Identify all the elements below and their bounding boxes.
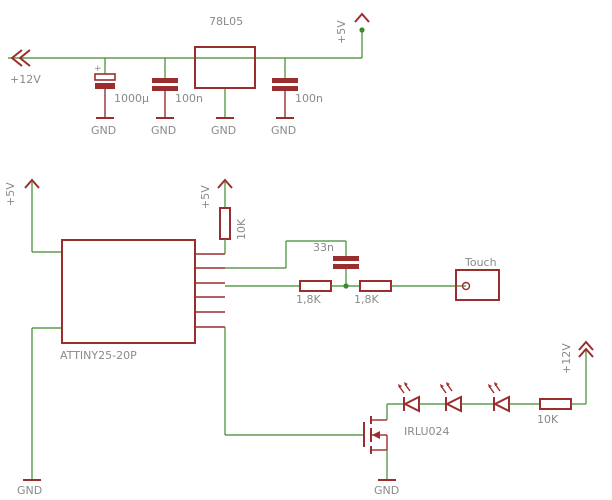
mcu-section: +5V GND ATTINY25-20P +5V 10K 33n (4, 178, 500, 497)
input-port-12v-icon (10, 49, 31, 67)
gnd-label-2: GND (151, 124, 176, 137)
capacitor-100n-right-label: 100n (295, 92, 323, 105)
resistor-1k8-right (359, 280, 392, 292)
capacitor-33n (333, 256, 359, 269)
resistor-1k8-left (299, 280, 332, 292)
junction-dot (343, 283, 349, 289)
resistor-10k-led-label: 10K (537, 413, 559, 426)
resistor-1k8-right-label: 1,8K (354, 293, 379, 306)
capacitor-1000u-label: 1000µ (114, 92, 149, 105)
resistor-1k8-left-label: 1,8K (296, 293, 321, 306)
power-supply-section: +12V 78L05 + 1000µ GND 100n GND (8, 12, 370, 137)
mcu-gnd-label: GND (17, 484, 42, 497)
capacitor-100n-right (272, 78, 298, 118)
resistor-10k-led (539, 398, 572, 410)
led-12v-label: +12V (560, 343, 573, 374)
capacitor-100n-left-label: 100n (175, 92, 203, 105)
led-1-icon (398, 382, 420, 413)
input-voltage-label: +12V (10, 73, 41, 86)
regulator-78l05 (194, 46, 256, 89)
supply-arrow-5v-top-icon (354, 12, 370, 33)
mosfet-irlu024 (363, 416, 388, 454)
svg-text:+: + (94, 64, 102, 74)
mosfet-gnd-label: GND (374, 484, 399, 497)
capacitor-1000u: + (94, 64, 116, 118)
resistor-10k-pullup-label: 10K (235, 218, 248, 240)
touch-label: Touch (464, 256, 497, 269)
touch-connector (455, 269, 500, 301)
mcu-5v-label: +5V (4, 182, 17, 206)
led-3-icon (488, 382, 510, 413)
led-driver-section: IRLU024 GND (363, 340, 594, 497)
resistor-10k-pullup (219, 207, 231, 240)
gnd-label-3: GND (211, 124, 236, 137)
gnd-label-1: GND (91, 124, 116, 137)
pullup-5v-label: +5V (199, 185, 212, 209)
regulator-label: 78L05 (209, 15, 243, 28)
touch-pad-icon (461, 281, 471, 291)
supply-arrow-5v-pullup-icon (217, 178, 233, 189)
capacitor-100n-left (152, 78, 178, 118)
gnd-label-4: GND (271, 124, 296, 137)
supply-arrow-5v-mcu-icon (24, 178, 40, 189)
mcu-attiny25 (61, 239, 196, 344)
led-2-icon (440, 382, 462, 413)
mosfet-label: IRLU024 (404, 425, 450, 438)
supply-arrow-12v-icon (578, 340, 594, 358)
mcu-label: ATTINY25-20P (60, 349, 137, 362)
output-5v-label-top: +5V (335, 20, 348, 44)
capacitor-33n-label: 33n (313, 241, 334, 254)
